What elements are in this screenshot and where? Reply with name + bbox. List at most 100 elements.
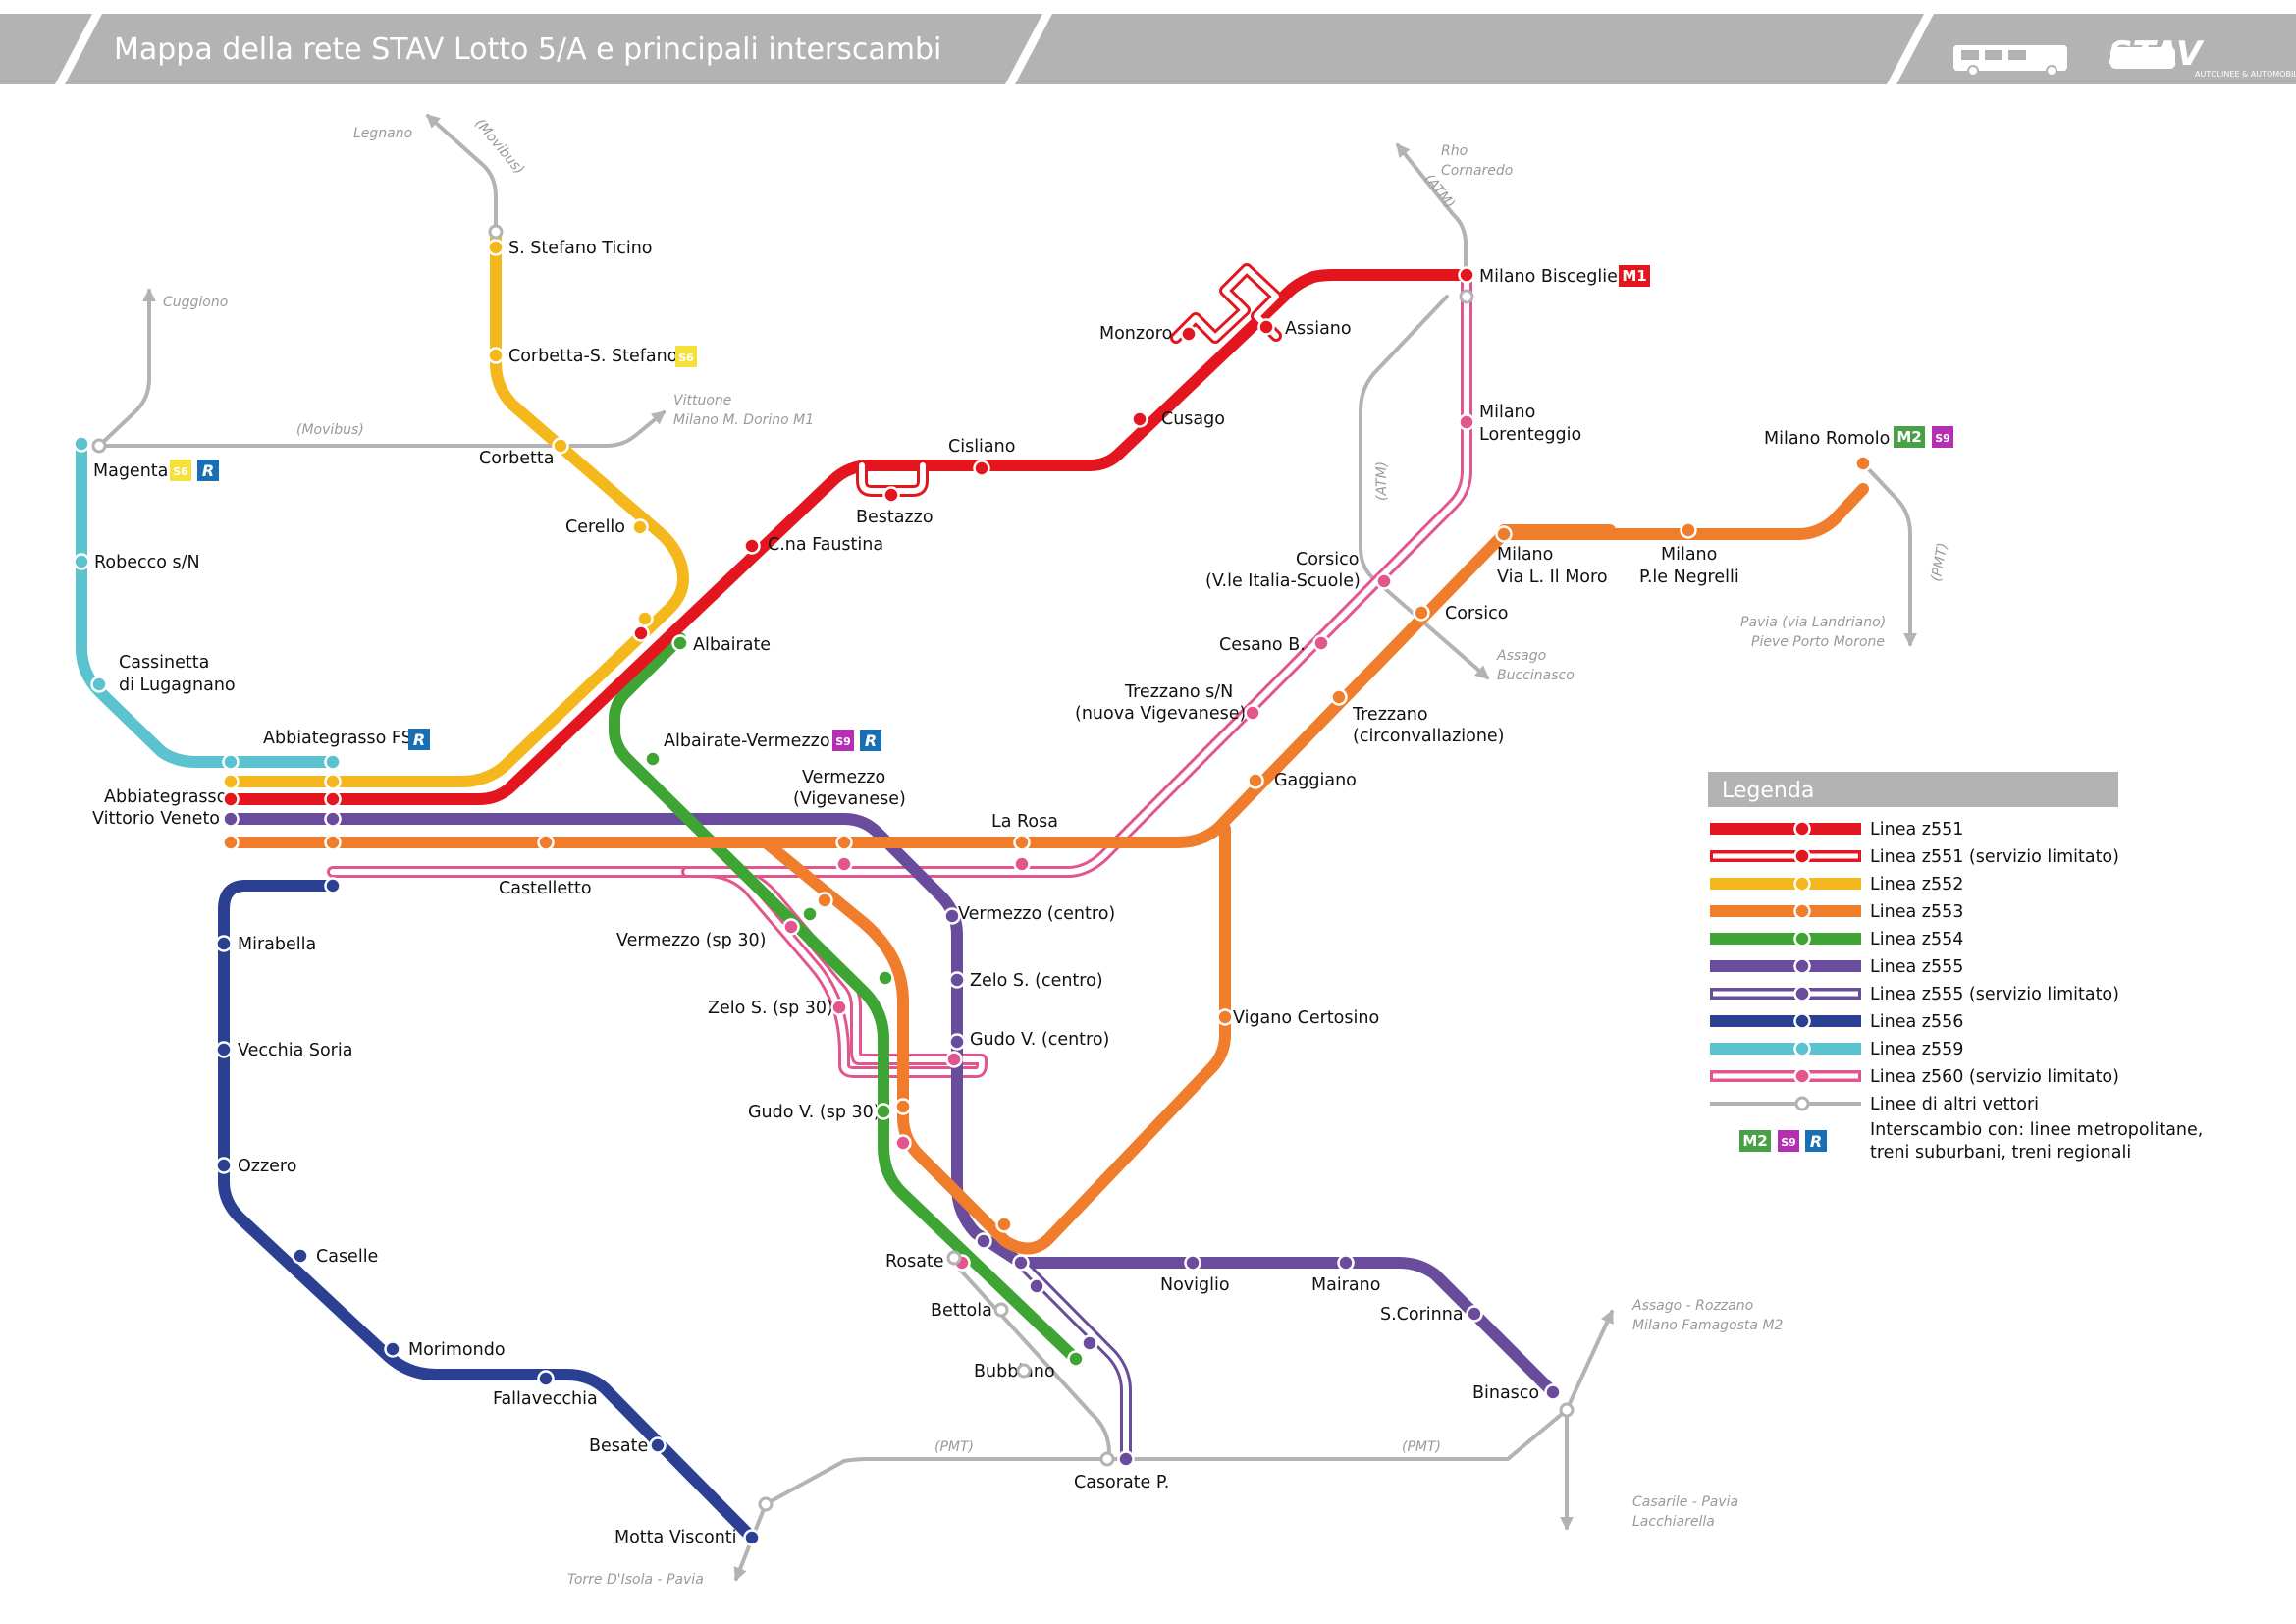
legend-swatch-dot [1793, 1012, 1811, 1030]
station-trezzano-c-1: Trezzano [1352, 705, 1428, 725]
stop-dot [1413, 604, 1430, 622]
badge-m1-bg [1619, 265, 1650, 287]
station-albairate: Albairate [693, 635, 771, 655]
station-milano-bisceglie: Milano Bisceglie [1479, 267, 1618, 287]
line-z559 [76, 438, 339, 768]
station-abbiategrasso-vv-1: Abbiategrasso [104, 787, 227, 807]
station-cesano-b: Cesano B. [1219, 635, 1306, 655]
stop-dot [644, 750, 662, 768]
regional-train-badge: R [860, 730, 881, 751]
legend-swatch-dot [1793, 957, 1811, 975]
stop-dot [877, 969, 894, 987]
stav-logo: STAV AUTOLINEE & AUTOMOBILI [1953, 34, 2296, 79]
stop-dot [487, 239, 505, 256]
legend-swatch-dot [1793, 985, 1811, 1002]
stop-dot [222, 810, 240, 828]
station-fallavecchia: Fallavecchia [493, 1389, 598, 1409]
stop-dot [1458, 413, 1475, 431]
legend-item-label: Linea z556 [1870, 1012, 1963, 1032]
badge-m1: M1 [1619, 265, 1650, 287]
stop-dot [943, 907, 961, 925]
station-cusago: Cusago [1161, 409, 1225, 429]
line-z554 [609, 632, 1084, 1367]
station-trezzano-c-2: (circonvallazione) [1353, 727, 1505, 746]
station-binasco: Binasco [1472, 1383, 1539, 1403]
stop-dot [671, 634, 689, 652]
legend-swatch-dot [1793, 930, 1811, 947]
station-cassinetta-1: Cassinetta [119, 653, 209, 673]
line-z551-limited [856, 263, 1282, 497]
station-gudo-sp30: Gudo V. (sp 30) [748, 1103, 881, 1122]
stop-ring [758, 1496, 774, 1512]
stop-dot [894, 1134, 912, 1152]
stop-dot [324, 834, 342, 851]
badge-s9-bg [832, 730, 854, 751]
legend-item: Linea z555 [1710, 957, 1963, 977]
badge-m1-label: M1 [1622, 267, 1646, 285]
legend-item-label: Linea z555 (servizio limitato) [1870, 985, 2119, 1004]
ext-pavia-land-1: Pavia (via Landriano) [1740, 615, 1886, 630]
legend-item-label: Linea z554 [1870, 930, 1963, 949]
station-vermezzo-vig-1: Vermezzo [802, 768, 885, 787]
ext-vittuone-1: Vittuone [673, 393, 731, 408]
station-rosate: Rosate [885, 1252, 944, 1272]
line-z552 [225, 226, 689, 787]
stop-dot [743, 537, 761, 555]
badge-s6: S6 [170, 460, 191, 481]
legend-swatch-dot [1793, 902, 1811, 920]
station-milano-lorenteggio-1: Milano [1479, 403, 1535, 422]
stop-dot [1375, 572, 1393, 590]
legend-item: Linea z551 [1710, 820, 1963, 839]
station-trezzano-nv-1: Trezzano s/N [1124, 682, 1233, 702]
station-milano-lorenteggio-2: Lorenteggio [1479, 425, 1581, 445]
station-corbetta-s-stefano: Corbetta-S. Stefano [508, 347, 677, 366]
stop-dot [222, 834, 240, 851]
stop-dot [1216, 1008, 1234, 1026]
stop-dot [632, 624, 650, 642]
ext-movibus-2: (Movibus) [296, 422, 364, 438]
station-vermezzo-sp30: Vermezzo (sp 30) [616, 931, 766, 950]
station-assiano: Assiano [1285, 319, 1352, 339]
legend-item-label: Linea z552 [1870, 875, 1963, 894]
station-la-rosa: La Rosa [991, 812, 1058, 832]
stop-dot [1184, 1254, 1201, 1272]
badge-m2-bg [1739, 1130, 1771, 1152]
station-corsico-italia-1: Corsico [1296, 550, 1359, 569]
ext-movibus-1: (Movibus) [471, 116, 526, 178]
stop-dot [875, 1103, 892, 1120]
stop-dot [882, 486, 900, 504]
station-besate: Besate [589, 1436, 648, 1456]
badge-r-label: R [202, 461, 214, 480]
stop-dot [324, 790, 342, 808]
legend-item-label: Linea z559 [1870, 1040, 1963, 1059]
stop-ring [488, 224, 504, 240]
legend-item: Linea z555 (servizio limitato) [1710, 985, 2119, 1004]
badge-m2: M2 [1894, 426, 1925, 448]
station-milano-romolo: Milano Romolo [1764, 429, 1890, 449]
stop-dot [995, 1216, 1013, 1233]
badge-s9-bg [1778, 1130, 1799, 1152]
legend-item: Linea z559 [1710, 1040, 1963, 1059]
badge-m2: M2 [1739, 1130, 1771, 1152]
stop-dot [324, 877, 342, 894]
legend-swatch-dot [1793, 847, 1811, 865]
station-milano-ilmoro-2: Via L. Il Moro [1497, 568, 1608, 587]
stop-dot [1680, 521, 1697, 539]
stop-dot [816, 892, 833, 909]
stop-dot [73, 553, 90, 570]
legend-item-label: Linea z553 [1870, 902, 1963, 922]
stop-dot [743, 1529, 761, 1546]
ext-assago-bucc-2: Buccinasco [1497, 668, 1575, 683]
badge-m2-label: M2 [1896, 428, 1921, 446]
stop-ring [1559, 1402, 1575, 1418]
station-corsico-italia-2: (V.le Italia-Scuole) [1205, 571, 1361, 591]
station-corbetta: Corbetta [479, 449, 554, 468]
stop-dot [215, 1041, 233, 1058]
stop-ring [993, 1302, 1009, 1318]
stop-dot [215, 1157, 233, 1174]
stop-dot [975, 1232, 992, 1250]
stop-dot [1312, 634, 1330, 652]
stop-dot [1180, 325, 1198, 343]
stop-dot [292, 1247, 309, 1265]
